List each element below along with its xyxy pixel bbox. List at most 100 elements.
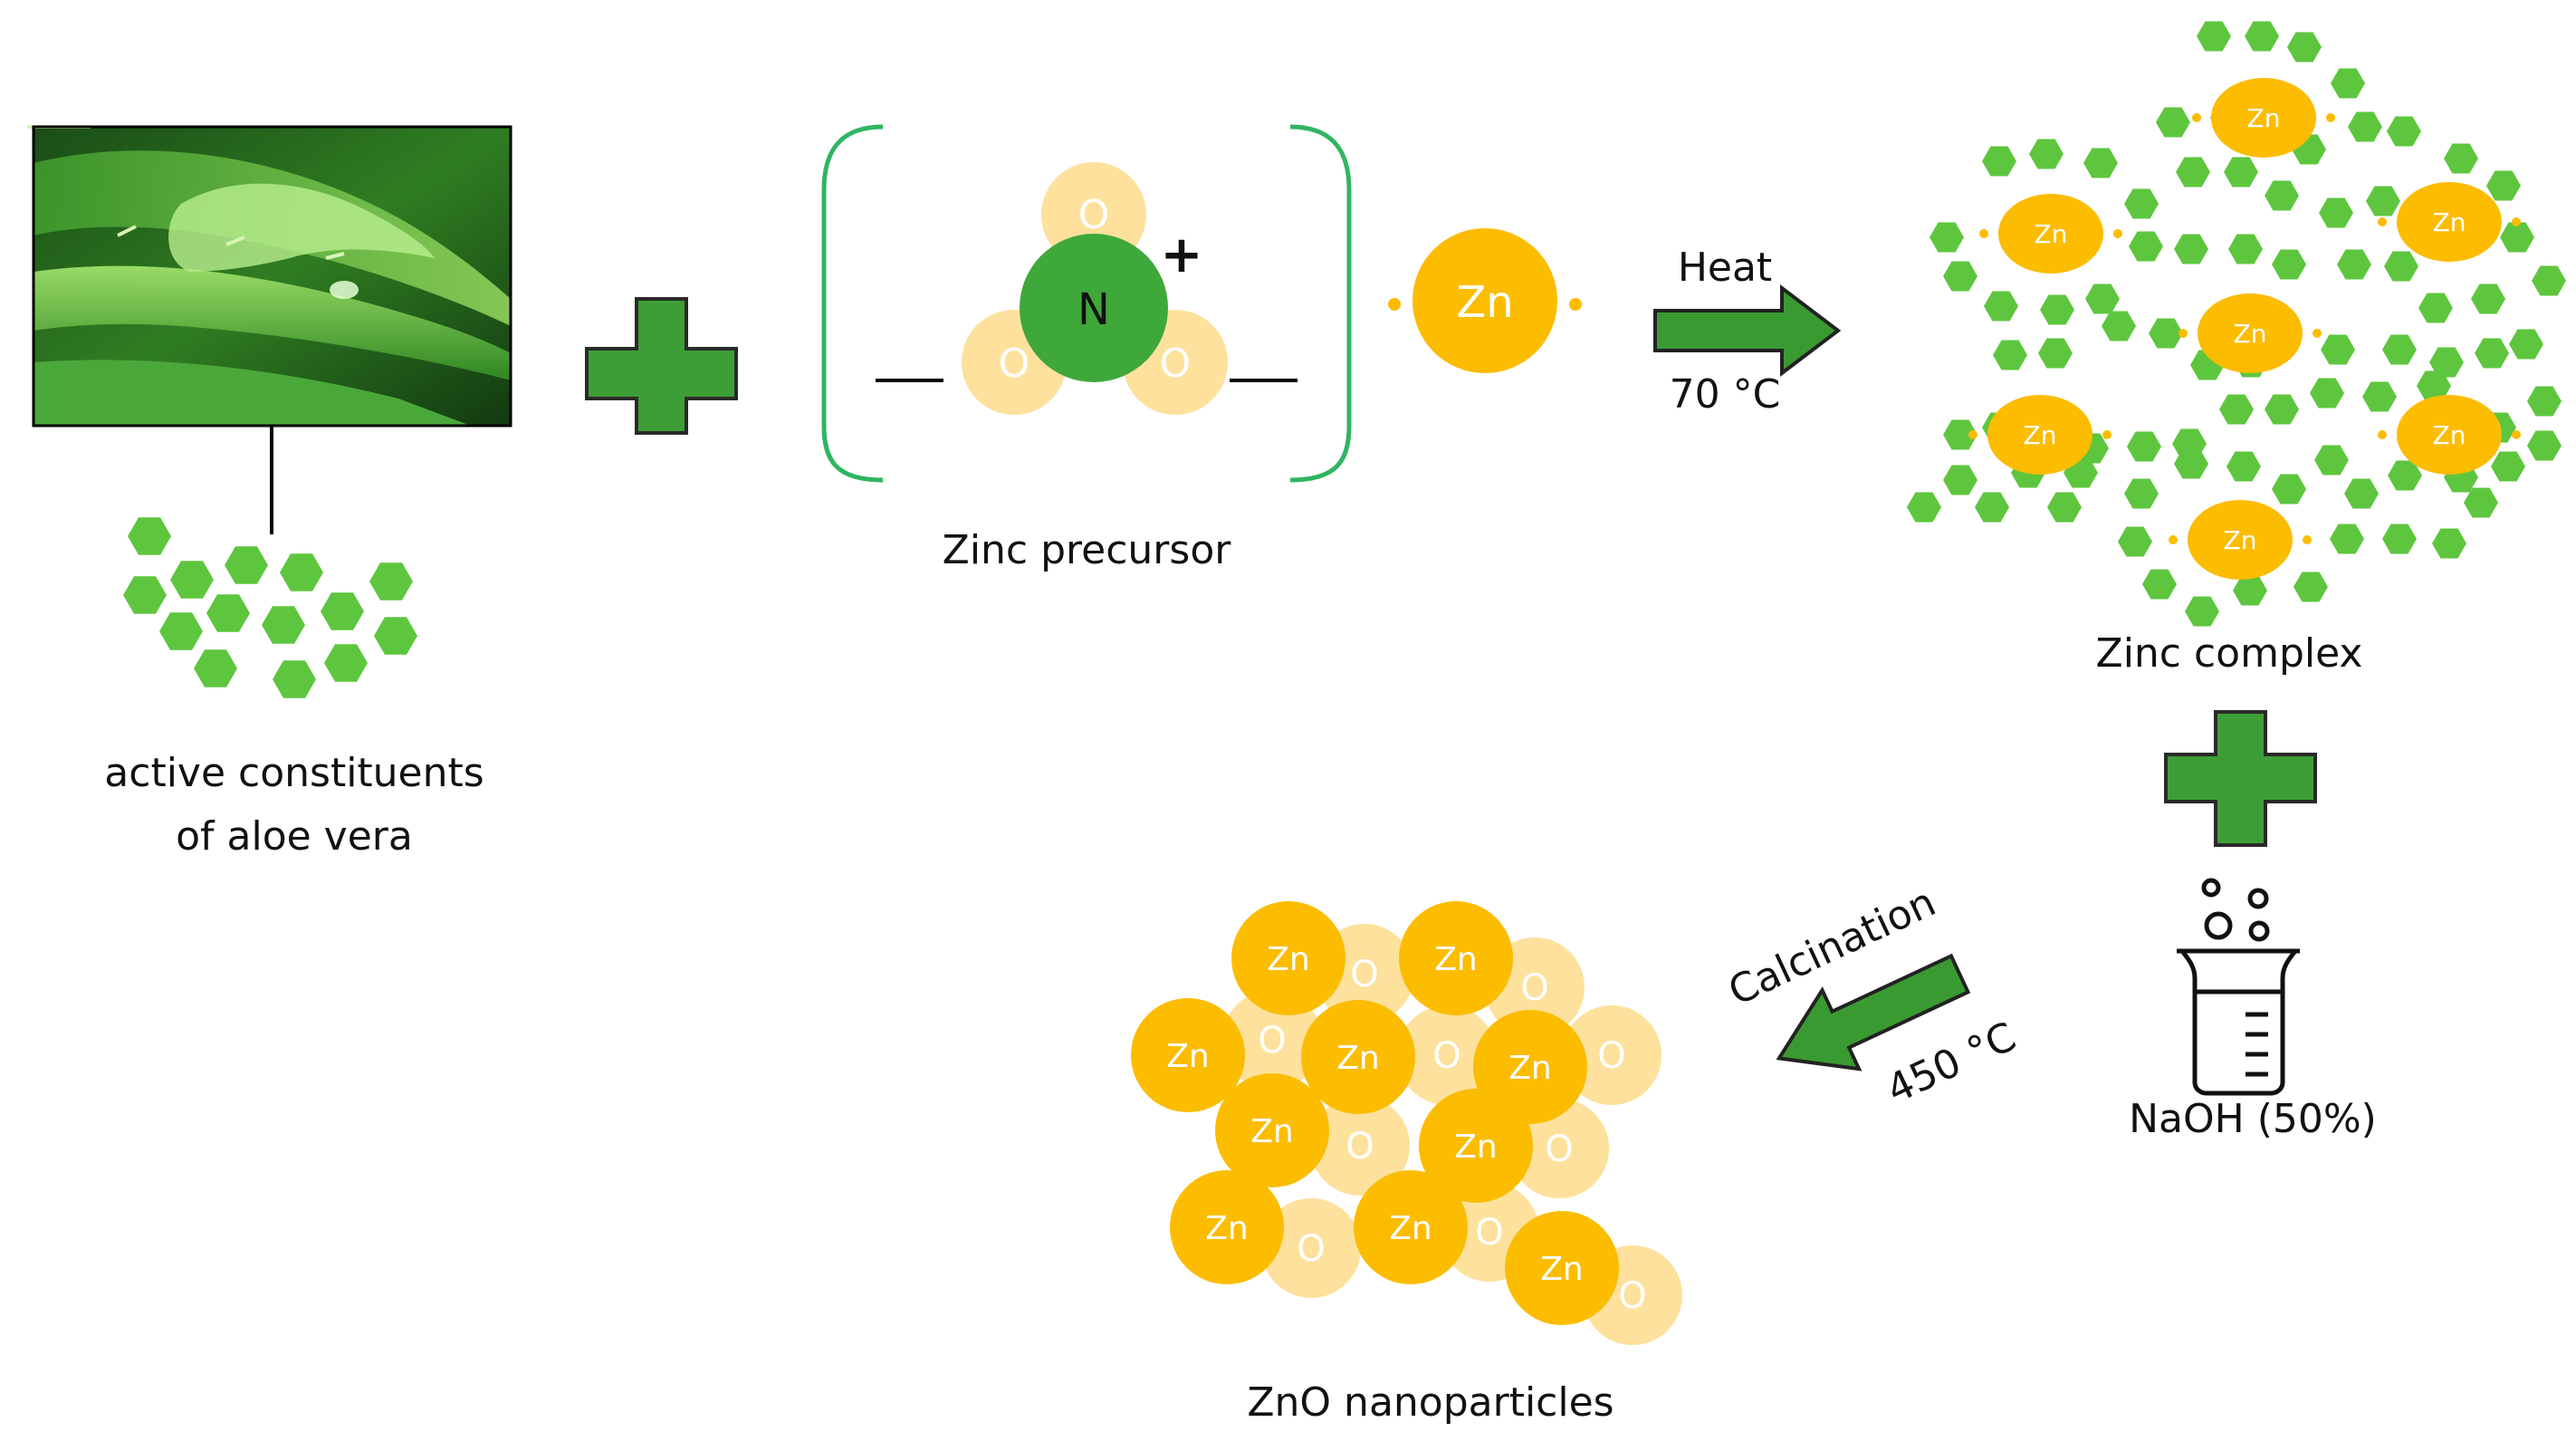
complex-hexagon [2532,265,2566,296]
complex-hexagon [1993,340,2027,370]
bond-dot [2113,229,2122,238]
complex-hexagon [2387,116,2421,147]
aloe-hexagon [280,553,323,591]
complex-zinc-symbol: Zn [2247,103,2281,133]
complex-hexagon [2417,370,2451,401]
complex-zinc-symbol: Zn [2234,319,2267,349]
complex-hexagon [2432,528,2466,559]
complex-hexagon [2228,234,2263,264]
complex-hexagon [2226,451,2261,482]
complex-hexagon [2444,143,2478,174]
complex-zinc-atom [2397,395,2502,475]
oxygen-atom [1397,1005,1497,1105]
complex-hexagon [2319,197,2353,228]
zinc-atom [1419,1089,1533,1203]
zinc-atom [1215,1073,1329,1187]
complex-hexagon [2185,596,2219,627]
complex-hexagon [2475,338,2509,369]
complex-hexagon [2321,334,2355,365]
complex-hexagon [2331,68,2365,99]
oxygen-symbol: O [1545,1129,1573,1170]
complex-hexagon [2142,569,2177,600]
oxygen-symbol: O [1258,1020,1286,1062]
complex-zinc-atom [2188,500,2293,580]
complex-hexagon [2491,451,2525,482]
oxygen-symbol: O [1297,1228,1325,1270]
aloe-hexagon [369,562,413,601]
complex-hexagon [2294,572,2328,602]
complex-hexagon [1930,222,1964,253]
oxygen-symbol: O [1345,1126,1374,1168]
complex-hexagon [2384,251,2418,282]
complex-hexagon [2382,334,2417,365]
complex-hexagon [2029,139,2064,169]
zinc-symbol: Zn [1508,1050,1551,1087]
complex-zinc-symbol: Zn [2024,420,2057,450]
zinc-complex-label: Zinc complex [2096,630,2363,677]
oxygen-symbol: O [1432,1035,1460,1077]
oxygen-atom [1261,1198,1361,1298]
nitrogen-symbol: N [1077,284,1110,335]
complex-hexagon [1943,261,1977,292]
oxygen-symbol: O [1618,1275,1646,1317]
bond-dot [2192,113,2201,122]
complex-hexagon [2219,394,2254,425]
zinc-ion: Zn [1388,228,1582,373]
aloe-hexagon [374,617,417,655]
complex-hexagon [1907,492,1941,523]
oxygen-symbol: O [1520,967,1548,1009]
complex-zinc-atom [1998,194,2103,274]
aloe-hexagon [262,606,305,644]
zinc-atom [1131,998,1245,1112]
complex-hexagon [2500,222,2534,253]
oxygen-atom [1310,1096,1410,1196]
bond-dot [2303,535,2312,544]
complex-zinc-symbol: Zn [2224,525,2257,555]
complex-hexagon [2310,378,2344,408]
heat-temperature-label: 70 °C [1670,371,1781,418]
complex-hexagon [2245,21,2279,52]
complex-hexagon [1943,465,1977,495]
calcination-temperature-label: 450 °C [1880,1014,2023,1113]
right-bracket [1289,124,1352,483]
complex-hexagon [1982,146,2016,177]
aloe-hexagon-cluster [123,517,417,698]
complex-hexagon [2265,394,2299,425]
complex-zinc-atom [2198,293,2303,373]
complex-hexagon [2176,157,2210,187]
complex-hexagon [2156,107,2190,138]
complex-zinc-symbol: Zn [2433,207,2466,237]
oxygen-symbol: O [1475,1212,1503,1254]
complex-hexagon [2102,311,2136,341]
oxygen-symbol-right: O [1160,341,1192,387]
aloe-label-line2: of aloe vera [176,813,413,860]
complex-hexagon [2418,293,2453,323]
zinc-atom [1231,901,1345,1015]
bond-dot [2169,535,2178,544]
bond-dot [2378,430,2387,439]
complex-hexagon [2047,492,2082,523]
aloe-hexagon [321,592,364,630]
complex-hexagon [2348,111,2382,142]
zinc-symbol: Zn [1205,1210,1248,1247]
aloe-hexagon [170,561,214,599]
zno-nanoparticles-label: ZnO nanoparticles [1247,1379,1614,1426]
bond-dot [1968,430,1977,439]
complex-hexagon [2509,329,2543,360]
complex-hexagon [2429,347,2464,378]
complex-hexagon [2083,148,2118,178]
aloe-label-line1: active constituents [104,750,484,796]
aloe-vera-photo [27,125,512,428]
zinc-symbol: Zn [1389,1210,1432,1247]
complex-hexagon [2527,386,2562,417]
complex-hexagon [2174,448,2208,479]
complex-hexagon [2224,157,2258,187]
aloe-hexagon [206,594,250,632]
complex-hexagon [2314,445,2349,476]
oxygen-symbol: O [1597,1035,1625,1077]
bond-dot [2512,217,2521,226]
zinc-atom [1354,1170,1468,1284]
oxygen-symbol-left: O [999,341,1030,387]
